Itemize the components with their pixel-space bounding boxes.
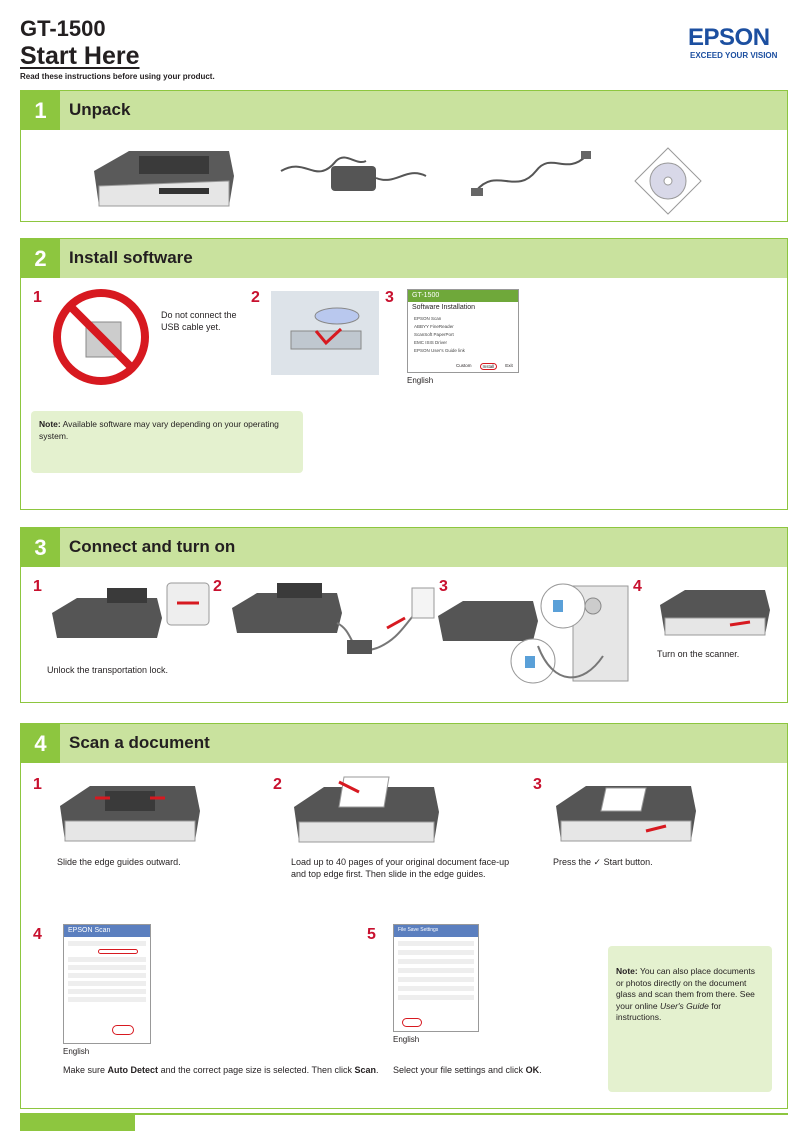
exit-button[interactable]: Exit: [505, 363, 513, 368]
no-usb-icon: [53, 289, 149, 385]
step-number: 1: [33, 289, 42, 306]
auto-detect-label: Auto Detect: [107, 1065, 159, 1075]
screen-item: EMC ISIS Driver: [414, 340, 448, 345]
install-step1-text: Do not connect the USB cable yet.: [161, 310, 237, 332]
section-header: 1 Unpack: [21, 91, 787, 130]
section-header: 3 Connect and turn on: [21, 528, 787, 567]
section-title: Connect and turn on: [69, 537, 236, 556]
section-title: Scan a document: [69, 733, 210, 752]
step-number: 5: [367, 926, 376, 943]
scan-step5-text: Select your file settings and click OK.: [393, 1064, 542, 1076]
start-icon: ✓: [593, 857, 602, 867]
note-pre: You can also place documents or photos d…: [616, 966, 755, 1011]
step4-end: .: [376, 1065, 379, 1075]
step-number: 3: [439, 578, 448, 595]
step3-post-text: Start button.: [603, 857, 653, 867]
usb-connect-illustration: [438, 583, 629, 684]
screen-item: ABBYY FineReader: [414, 324, 454, 329]
power-on-illustration: [660, 590, 770, 636]
screen-title-bar: GT-1500: [408, 290, 518, 302]
ok-button[interactable]: [402, 1018, 422, 1027]
section-number: 3: [21, 528, 60, 567]
step-number: 4: [33, 926, 42, 943]
step4-pre: Make sure: [63, 1065, 106, 1075]
scan-step1-text: Slide the edge guides outward.: [57, 857, 181, 867]
step-number: 1: [33, 776, 42, 793]
cd-illustration: [634, 147, 702, 215]
note-box: Note: Available software may vary depend…: [31, 411, 303, 473]
section-header: 4 Scan a document: [21, 724, 787, 763]
start-button-illustration: [556, 786, 696, 842]
note-text: Available software may vary depending on…: [39, 419, 279, 441]
section-unpack: 1 Unpack: [20, 90, 788, 222]
step4-mid: and the correct page size is selected. T…: [160, 1065, 353, 1075]
ok-label: OK: [525, 1065, 540, 1075]
step-number: 2: [273, 776, 282, 793]
step-number: 3: [385, 289, 394, 306]
scan-step4-text: Make sure Auto Detect and the correct pa…: [63, 1064, 403, 1076]
language-label: English: [407, 376, 434, 385]
section-connect: 3 Connect and turn on 1 Unlock the trans…: [20, 527, 788, 703]
note-label: Note:: [616, 966, 638, 976]
screen-item: EPSON Scan: [414, 316, 442, 321]
step-number: 4: [633, 578, 642, 595]
brand-logo: EPSON: [688, 24, 770, 51]
scan-note-box: Note: You can also place documents or ph…: [608, 946, 772, 1092]
section-number: 1: [21, 91, 60, 130]
edge-guides-illustration: [60, 786, 200, 842]
step-number: 1: [33, 578, 42, 595]
file-save-settings-window: File Save Settings: [393, 924, 479, 1032]
scanner-illustration: [94, 151, 234, 207]
section-title: Unpack: [69, 100, 131, 119]
page-title: Start Here: [20, 42, 140, 70]
step-number: 2: [213, 578, 222, 595]
screen-heading: Software Installation: [412, 304, 476, 311]
step-number: 3: [533, 776, 542, 793]
step5-end: .: [539, 1065, 542, 1075]
page-subtitle: Read these instructions before using you…: [20, 72, 215, 81]
step-number: 2: [251, 289, 260, 306]
note-post: for instructions.: [616, 1000, 722, 1023]
scan-button[interactable]: [112, 1025, 134, 1035]
screen-item: EPSON User's Guide link: [414, 348, 465, 353]
users-guide-label: User's Guide: [659, 1000, 709, 1011]
power-connect-illustration: [232, 583, 435, 654]
language-label: English: [393, 1035, 420, 1044]
file-save-title: File Save Settings: [394, 925, 478, 937]
step3-pre-text: Press the: [553, 857, 592, 867]
cd-insert-illustration: [271, 291, 379, 375]
section-number: 4: [21, 724, 60, 763]
scan-step3-text: Press the ✓ Start button.: [553, 856, 653, 868]
software-installation-screen: GT-1500 Software Installation EPSON Scan…: [407, 289, 519, 373]
note-label: Note:: [39, 419, 61, 429]
section-number: 2: [21, 239, 60, 278]
section-header: 2 Install software: [21, 239, 787, 278]
section-install-software: 2 Install software 1 Do not connect the …: [20, 238, 788, 510]
screen-item: ScanSoft PaperPort: [414, 332, 454, 337]
unlock-lock-illustration: [52, 582, 210, 638]
epson-scan-window: EPSON Scan: [63, 924, 151, 1044]
connect-step1-text: Unlock the transportation lock.: [47, 665, 169, 675]
install-button[interactable]: Install: [479, 363, 498, 370]
power-cord-illustration: [280, 156, 427, 191]
load-document-illustration: [294, 776, 439, 843]
footer-divider: [20, 1113, 788, 1115]
step5-pre: Select your file settings and click: [393, 1065, 524, 1075]
scan-label: Scan: [354, 1065, 377, 1075]
epson-scan-title: EPSON Scan: [64, 925, 150, 937]
custom-button[interactable]: Custom: [456, 363, 472, 368]
section-scan: 4 Scan a document 1 Slide the edge guide…: [20, 723, 788, 1109]
section-title: Install software: [69, 248, 193, 267]
footer-bar: [20, 1113, 135, 1131]
scan-step2-text: Load up to 40 pages of your original doc…: [291, 857, 510, 879]
language-label: English: [63, 1047, 90, 1056]
brand-tagline: EXCEED YOUR VISION: [690, 51, 778, 60]
connect-step4-text: Turn on the scanner.: [657, 649, 740, 659]
model-name: GT-1500: [20, 16, 106, 41]
usb-cable-illustration: [471, 151, 591, 196]
